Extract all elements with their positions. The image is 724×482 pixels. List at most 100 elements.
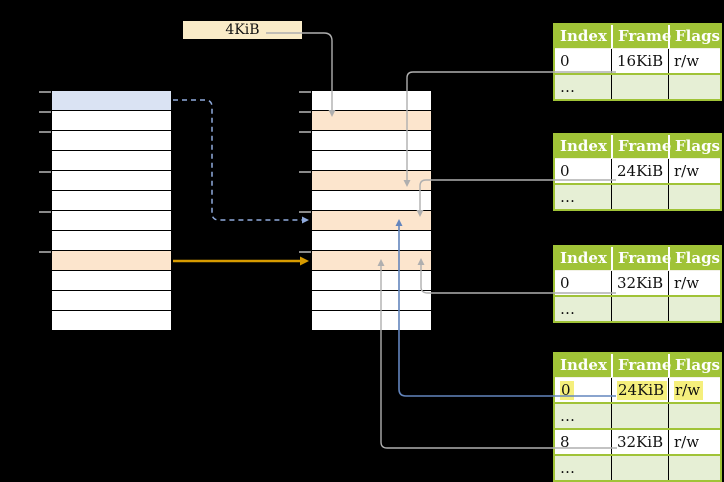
physical-memory-column [299,90,432,332]
address-tick-mark [39,211,51,213]
memory-cell-white [52,111,171,131]
header-cell: Frame [611,25,671,48]
table-cell: 16KiB [611,49,668,73]
header-cell: Flags [668,354,720,377]
table-cell: r/w [668,378,720,402]
connector-virtual-to-physical-dashed [173,99,309,224]
header-cell: Index [560,249,607,267]
memory-cell-white [312,191,431,211]
memory-cell-white [52,191,171,211]
table-cell: 32KiB [611,430,668,454]
table-cell [611,404,668,428]
table-cell: … [560,300,575,318]
memory-cell-orange [312,211,431,231]
page-size-label: 4KiB [225,22,260,38]
memory-cell-white [52,171,171,191]
table-cell: 24KiB [611,159,668,183]
memory-cell-white [312,291,431,311]
header-cell: Flags [668,135,720,158]
header-cell: Frame [611,354,671,377]
address-tick-mark [299,211,311,213]
header-cell: Index [560,356,607,374]
table-cell [668,185,720,209]
memory-cell-orange [312,251,431,271]
address-tick-mark [299,251,311,253]
header-cell: Flags [668,247,720,270]
address-tick-mark [39,171,51,173]
address-tick-mark [299,171,311,173]
memory-cell-white [52,271,171,291]
table-cell: r/w [668,271,720,295]
page-table-row: 0 24KiB r/w [555,377,720,402]
page-table-row: … [555,73,720,99]
memory-cell-white [312,231,431,251]
table-cell: … [560,459,575,477]
address-tick-mark [299,111,311,113]
header-cell: Flags [668,25,720,48]
page-table-row: … [555,402,720,428]
page-size-note: 4KiB [183,21,302,39]
address-tick-mark [39,131,51,133]
header-cell: Index [560,137,607,155]
table-cell: 32KiB [611,271,668,295]
memory-cell-white [312,311,431,331]
memory-cell-white [52,211,171,231]
table-cell [668,456,720,480]
header-cell: Frame [611,247,671,270]
memory-cell-white [312,91,431,111]
address-tick-mark [299,131,311,133]
memory-cell-orange [52,251,171,271]
highlighted-value: 24KiB [617,381,668,400]
table-cell: r/w [668,159,720,183]
table-cell: r/w [668,430,720,454]
memory-cell-white [52,131,171,151]
address-tick-mark [299,91,311,93]
table-cell: 0 [555,378,611,402]
table-cell: 0 [560,162,570,180]
memory-cell-orange [312,171,431,191]
page-table-row: … [555,454,720,480]
page-table-row: … [555,183,720,209]
memory-cell-blue [52,91,171,111]
memory-cell-white [312,131,431,151]
table-cell [611,185,668,209]
table-cell: … [560,188,575,206]
header-cell: Index [560,27,607,45]
memory-cell-white [312,271,431,291]
table-cell: … [560,407,575,425]
memory-cell-white [52,291,171,311]
table-cell: 8 [560,433,570,451]
table-cell: 0 [560,274,570,292]
table-cell [668,297,720,321]
address-tick-mark [39,91,51,93]
highlighted-value: 0 [560,381,574,400]
memory-cell-orange [312,111,431,131]
table-cell: r/w [668,49,720,73]
address-tick-mark [39,251,51,253]
page-table-row: … [555,295,720,321]
address-tick-mark [39,111,51,113]
table-cell [611,297,668,321]
memory-cell-white [312,151,431,171]
table-cell [611,75,668,99]
table-cell: 24KiB [611,378,668,402]
highlighted-value: r/w [674,381,704,400]
memory-cell-white [52,231,171,251]
memory-cell-white [52,311,171,331]
memory-cell-white [52,151,171,171]
table-cell [611,456,668,480]
table-cell: 0 [560,52,570,70]
table-cell [668,404,720,428]
table-cell: … [560,78,575,96]
